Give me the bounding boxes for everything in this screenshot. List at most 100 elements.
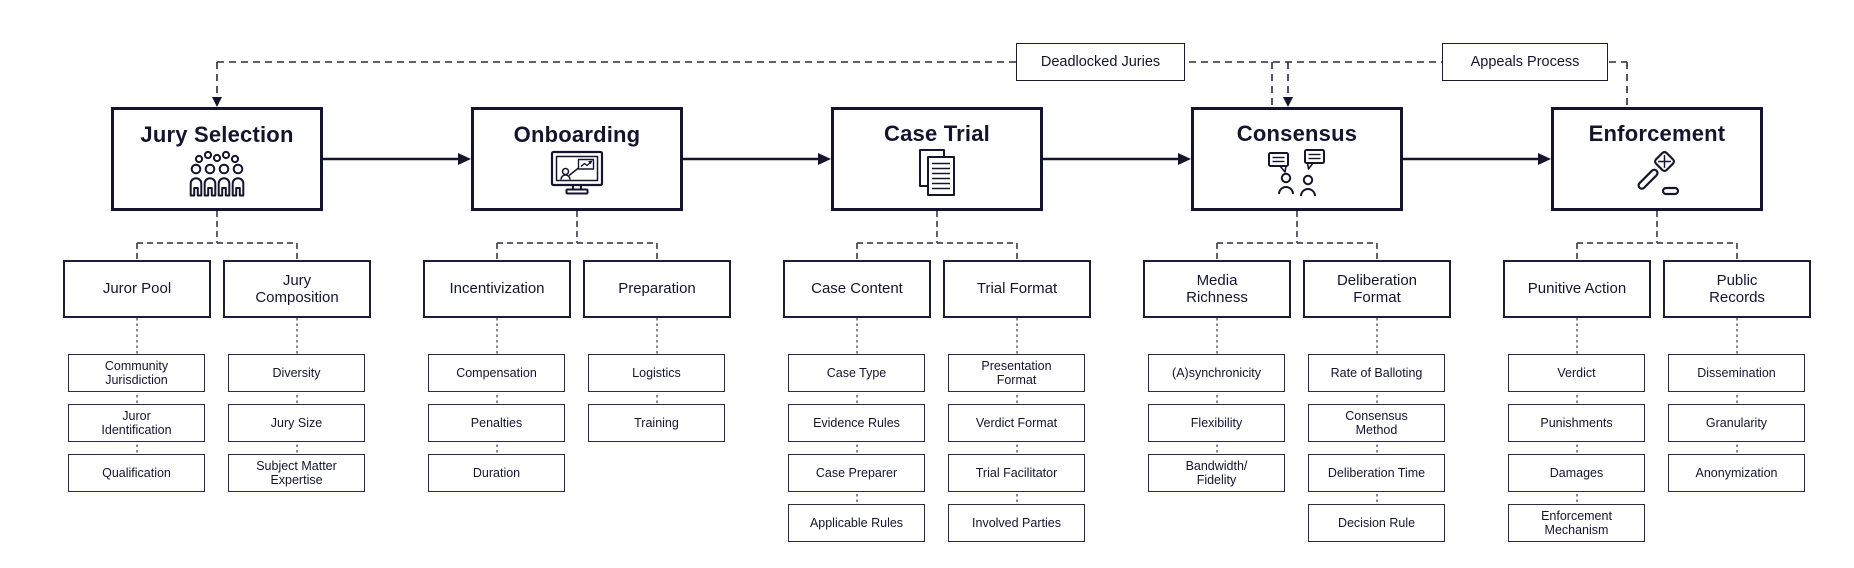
leaf-label: Involved Parties <box>972 516 1061 530</box>
stage-box-onboarding: Onboarding <box>471 107 683 211</box>
stage-group-elbows <box>137 211 1737 260</box>
leaf-box: Training <box>588 404 725 442</box>
leaf-label: Verdict <box>1557 366 1596 380</box>
group-label: Deliberation Format <box>1336 271 1418 306</box>
onboarding-screen-icon <box>548 149 606 197</box>
leaf-box: Jury Size <box>228 404 365 442</box>
leaf-label: Consensus Method <box>1345 409 1408 437</box>
group-box-media-richness: Media Richness <box>1143 260 1291 318</box>
stage-box-consensus: Consensus <box>1191 107 1403 211</box>
leaf-box: Duration <box>428 454 565 492</box>
leaf-box: Presentation Format <box>948 354 1085 392</box>
stage-title: Consensus <box>1236 120 1358 146</box>
leaf-label: Logistics <box>632 366 681 380</box>
group-box-preparation: Preparation <box>583 260 731 318</box>
leaf-label: Diversity <box>272 366 321 380</box>
feedback-arrowheads <box>212 97 1293 107</box>
leaf-label: Juror Identification <box>101 409 172 437</box>
leaf-label: (A)synchronicity <box>1172 366 1261 380</box>
leaf-box: Trial Facilitator <box>948 454 1085 492</box>
leaf-box: Evidence Rules <box>788 404 925 442</box>
group-label: Jury Composition <box>255 271 339 306</box>
group-label: Public Records <box>1709 271 1765 306</box>
leaf-label: Training <box>634 416 679 430</box>
group-label: Preparation <box>618 280 696 298</box>
group-label: Trial Format <box>976 280 1058 298</box>
leaf-box: Juror Identification <box>68 404 205 442</box>
group-box-public-records: Public Records <box>1663 260 1811 318</box>
leaf-box: Penalties <box>428 404 565 442</box>
group-box-jury-composition: Jury Composition <box>223 260 371 318</box>
leaf-box: Qualification <box>68 454 205 492</box>
deadlocked-juries-label: Deadlocked Juries <box>1016 43 1185 81</box>
deadlocked-juries-text: Deadlocked Juries <box>1040 54 1161 70</box>
leaf-label: Penalties <box>470 416 523 430</box>
stage-title: Jury Selection <box>140 121 294 147</box>
leaf-box: Punishments <box>1508 404 1645 442</box>
leaf-label: Damages <box>1549 466 1604 480</box>
leaf-label: Applicable Rules <box>809 516 904 530</box>
leaf-box: Granularity <box>1668 404 1805 442</box>
leaf-label: Verdict Format <box>975 416 1058 430</box>
leaf-box: Verdict <box>1508 354 1645 392</box>
leaf-box: Compensation <box>428 354 565 392</box>
group-label: Case Content <box>811 280 903 298</box>
leaf-label: Decision Rule <box>1337 516 1416 530</box>
leaf-box: Applicable Rules <box>788 504 925 542</box>
group-box-deliberation-format: Deliberation Format <box>1303 260 1451 318</box>
leaf-label: Presentation Format <box>981 359 1052 387</box>
leaf-box: Anonymization <box>1668 454 1805 492</box>
jury-group-icon <box>184 149 250 197</box>
group-box-trial-format: Trial Format <box>943 260 1091 318</box>
enforcement-gavel-icon <box>1630 148 1684 198</box>
leaf-box: Community Jurisdiction <box>68 354 205 392</box>
appeals-process-text: Appeals Process <box>1470 54 1580 70</box>
leaf-box: Case Type <box>788 354 925 392</box>
stage-box-enforcement: Enforcement <box>1551 107 1763 211</box>
leaf-box: Consensus Method <box>1308 404 1445 442</box>
stage-box-jury-selection: Jury Selection <box>111 107 323 211</box>
leaf-box: (A)synchronicity <box>1148 354 1285 392</box>
stage-box-case-trial: Case Trial <box>831 107 1043 211</box>
leaf-label: Anonymization <box>1695 466 1778 480</box>
group-label: Punitive Action <box>1527 280 1627 298</box>
stage-title: Case Trial <box>884 120 990 146</box>
leaf-label: Rate of Balloting <box>1330 366 1423 380</box>
group-box-incentivization: Incentivization <box>423 260 571 318</box>
leaf-label: Compensation <box>456 366 537 380</box>
group-box-juror-pool: Juror Pool <box>63 260 211 318</box>
leaf-label: Jury Size <box>270 416 323 430</box>
leaf-label: Evidence Rules <box>813 416 900 430</box>
group-leaf-chains <box>137 318 1737 508</box>
leaf-box: Subject Matter Expertise <box>228 454 365 492</box>
leaf-label: Case Type <box>826 366 887 380</box>
leaf-box: Logistics <box>588 354 725 392</box>
leaf-label: Community Jurisdiction <box>104 359 169 387</box>
feedback-loop-lines <box>217 62 1627 107</box>
leaf-label: Bandwidth/ Fidelity <box>1185 459 1248 487</box>
group-box-punitive-action: Punitive Action <box>1503 260 1651 318</box>
leaf-label: Flexibility <box>1190 416 1243 430</box>
case-documents-icon <box>915 148 959 198</box>
leaf-label: Punishments <box>1540 416 1613 430</box>
leaf-label: Dissemination <box>1697 366 1776 380</box>
leaf-label: Duration <box>472 466 521 480</box>
leaf-box: Case Preparer <box>788 454 925 492</box>
leaf-box: Damages <box>1508 454 1645 492</box>
leaf-box: Enforcement Mechanism <box>1508 504 1645 542</box>
group-label: Incentivization <box>449 280 545 298</box>
group-label: Juror Pool <box>102 280 172 298</box>
leaf-label: Subject Matter Expertise <box>256 459 337 487</box>
leaf-box: Deliberation Time <box>1308 454 1445 492</box>
group-box-case-content: Case Content <box>783 260 931 318</box>
leaf-box: Verdict Format <box>948 404 1085 442</box>
leaf-box: Decision Rule <box>1308 504 1445 542</box>
leaf-label: Enforcement Mechanism <box>1541 509 1612 537</box>
group-label: Media Richness <box>1186 271 1248 306</box>
leaf-box: Involved Parties <box>948 504 1085 542</box>
leaf-label: Granularity <box>1705 416 1768 430</box>
leaf-box: Bandwidth/ Fidelity <box>1148 454 1285 492</box>
stage-title: Enforcement <box>1588 120 1726 146</box>
leaf-label: Deliberation Time <box>1327 466 1426 480</box>
leaf-label: Case Preparer <box>815 466 898 480</box>
